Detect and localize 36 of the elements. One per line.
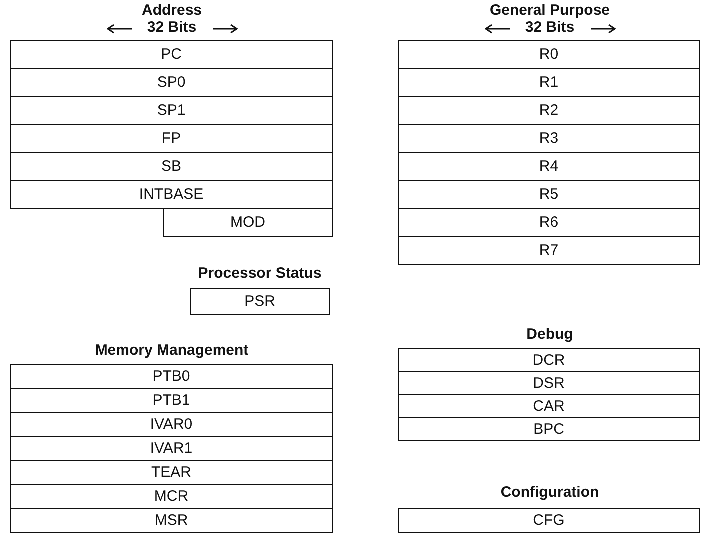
- group-heading: Configuration: [500, 484, 600, 501]
- register-box: MCR: [10, 484, 333, 509]
- register-box: R5: [398, 180, 700, 209]
- register-box: PSR: [190, 288, 330, 315]
- register-box: FP: [10, 124, 333, 153]
- register-box: CFG: [398, 508, 700, 533]
- register-box: TEAR: [10, 460, 333, 485]
- bit-width-label: 32 Bits: [147, 19, 197, 36]
- register-box: IVAR1: [10, 436, 333, 461]
- register-box: R1: [398, 68, 700, 97]
- register-box: R4: [398, 152, 700, 181]
- register-box: SP0: [10, 68, 333, 97]
- register-box: IVAR0: [10, 412, 333, 437]
- register-box: CAR: [398, 394, 700, 418]
- register-box: SP1: [10, 96, 333, 125]
- group-heading: Address: [142, 2, 202, 19]
- register-box: MSR: [10, 508, 333, 533]
- register-box: R2: [398, 96, 700, 125]
- register-box: BPC: [398, 417, 700, 441]
- bit-width-label: 32 Bits: [525, 19, 575, 36]
- group-heading: Debug: [526, 326, 574, 343]
- register-box: DCR: [398, 348, 700, 372]
- register-box: R3: [398, 124, 700, 153]
- group-heading: General Purpose: [490, 2, 610, 19]
- group-heading: Processor Status: [198, 265, 322, 282]
- register-box: PC: [10, 40, 333, 69]
- register-box: MOD: [163, 208, 333, 237]
- register-box: INTBASE: [10, 180, 333, 209]
- register-box: R7: [398, 236, 700, 265]
- register-box: PTB0: [10, 364, 333, 389]
- register-box: R6: [398, 208, 700, 237]
- register-box: R0: [398, 40, 700, 69]
- register-box: SB: [10, 152, 333, 181]
- register-box: PTB1: [10, 388, 333, 413]
- register-box: DSR: [398, 371, 700, 395]
- group-heading: Memory Management: [95, 342, 249, 359]
